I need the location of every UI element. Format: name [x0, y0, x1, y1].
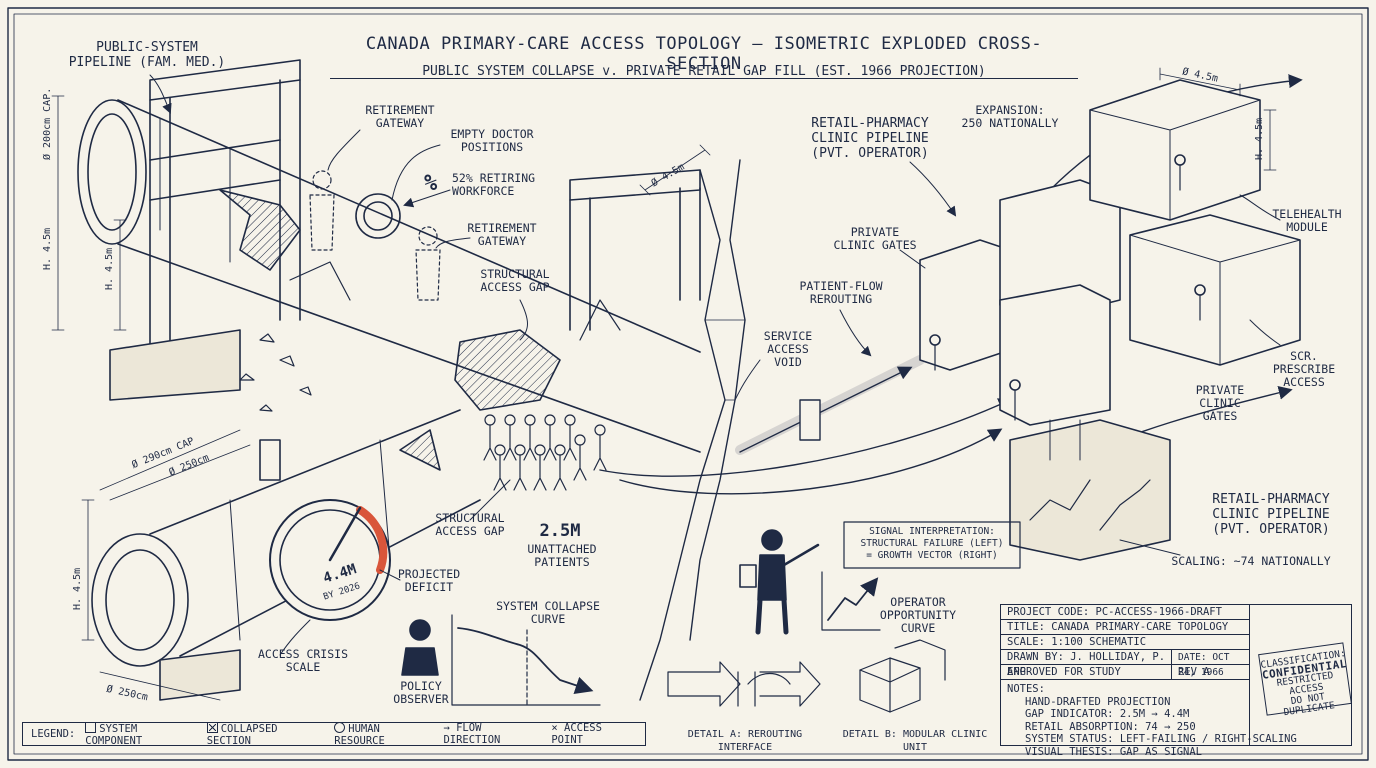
title-block: PROJECT CODE: PC-ACCESS-1966-DRAFT TITLE…	[1000, 604, 1352, 758]
classification-stamp: CLASSIFICATION: CONFIDENTIAL RESTRICTED …	[1258, 642, 1352, 718]
circle-icon	[334, 721, 346, 733]
label-service-void: SERVICE ACCESS VOID	[763, 329, 813, 369]
dim-h45-a: H. 4.5m	[42, 227, 53, 270]
dim-h45-c: H. 4.5m	[72, 567, 83, 610]
label-access-crisis: ACCESS CRISIS SCALE	[257, 647, 348, 674]
tb-rev: REV A	[1171, 665, 1249, 680]
label-scaling: SCALING: ~74 NATIONALLY	[1171, 554, 1331, 568]
tb-scale: SCALE: 1:100 SCHEMATIC	[1001, 635, 1249, 650]
tb-date: DATE: OCT 24, 1966	[1171, 650, 1249, 678]
dim-h45-right: H. 4.5m	[1254, 117, 1265, 160]
label-unattached-patients: UNATTACHED PATIENTS	[527, 542, 597, 569]
arrow-right-icon: →	[443, 722, 457, 734]
label-policy-observer: POLICY OBSERVER	[393, 679, 449, 706]
legend-title: LEGEND:	[31, 728, 76, 740]
label-retirement-gateway-1: RETIREMENT GATEWAY	[365, 103, 435, 130]
tb-note: VISUAL THESIS: GAP AS SIGNAL	[1025, 745, 1203, 758]
tb-divider	[1249, 605, 1250, 745]
tb-title: TITLE: CANADA PRIMARY-CARE TOPOLOGY	[1001, 620, 1249, 635]
label-public-pipeline: PUBLIC-SYSTEM PIPELINE (FAM. MED.)	[68, 40, 226, 70]
legend-item-flow-direction: → FLOW DIRECTION	[443, 722, 541, 746]
upper-public-pipeline	[77, 99, 701, 453]
detail-a-interface	[667, 661, 821, 707]
legend: LEGEND: SYSTEM COMPONENT COLLAPSED SECTI…	[22, 721, 646, 747]
upper-support-frame	[109, 59, 301, 401]
doctor-position-rings	[355, 193, 401, 239]
legend-label: COLLAPSED SECTION	[206, 722, 278, 747]
collapse-curve-plot	[451, 614, 601, 706]
label-operator-curve: OPERATOR OPPORTUNITY CURVE	[879, 595, 957, 635]
dim-h45-b: H. 4.5m	[104, 247, 115, 290]
unattached-patients-crowd	[483, 414, 607, 491]
leader-lines	[149, 74, 1281, 656]
presenter-figure	[739, 529, 820, 635]
label-structural-gap-1: STRUCTURAL ACCESS GAP	[480, 267, 550, 294]
opportunity-curve-plot	[821, 571, 881, 631]
label-unattached-count: 2.5M	[539, 521, 581, 541]
label-private-gates-1: PRIVATE CLINIC GATES	[833, 225, 917, 252]
label-signal-interpretation: SIGNAL INTERPRETATION: STRUCTURAL FAILUR…	[860, 526, 1004, 561]
deficit-gauge	[269, 499, 391, 621]
label-retail-pipeline-top: RETAIL-PHARMACY CLINIC PIPELINE (PVT. OP…	[811, 116, 929, 161]
diagram-subtitle: PUBLIC SYSTEM COLLAPSE v. PRIVATE RETAIL…	[422, 64, 986, 79]
label-detail-b: DETAIL B: MODULAR CLINIC UNIT	[842, 729, 988, 753]
label-structural-gap-2: STRUCTURAL ACCESS GAP	[435, 511, 505, 538]
legend-item-collapsed-section: COLLAPSED SECTION	[206, 721, 325, 747]
tb-note: RETAIL ABSORPTION: 74 → 250	[1025, 720, 1196, 733]
legend-label: FLOW DIRECTION	[443, 722, 501, 746]
legend-label: HUMAN RESOURCE	[334, 722, 385, 747]
tb-notes-title: NOTES:	[1007, 683, 1045, 695]
tb-project-code: PROJECT CODE: PC-ACCESS-1966-DRAFT	[1001, 605, 1249, 620]
retiring-figures	[309, 170, 441, 301]
label-retirement-gateway-2: RETIREMENT GATEWAY	[467, 221, 537, 248]
label-telehealth: TELEHEALTH MODULE	[1272, 207, 1342, 234]
private-clinic-modules	[919, 179, 1171, 561]
label-private-gates-2: PRIVATE CLINIC GATES	[1195, 383, 1245, 423]
dimension-lines	[51, 67, 1277, 701]
label-percent-symbol: %	[424, 171, 438, 196]
legend-item-human-resource: HUMAN RESOURCE	[334, 721, 433, 747]
label-collapse-curve: SYSTEM COLLAPSE CURVE	[496, 599, 600, 626]
label-retail-pipeline-bottom: RETAIL-PHARMACY CLINIC PIPELINE (PVT. OP…	[1212, 492, 1330, 537]
square-icon	[85, 721, 97, 733]
legend-label: ACCESS POINT	[551, 722, 602, 746]
tb-approved: APPROVED FOR STUDY	[1001, 665, 1171, 680]
policy-observer-figure	[401, 619, 439, 676]
mid-support-frame	[569, 169, 701, 331]
tb-note: SYSTEM STATUS: LEFT-FAILING / RIGHT-SCAL…	[1025, 733, 1297, 745]
dim-200cm: Ø 200cm CAP.	[42, 87, 53, 160]
debris	[239, 333, 312, 412]
label-detail-a: DETAIL A: REROUTING INTERFACE	[687, 729, 803, 753]
tb-note: GAP INDICATOR: 2.5M → 4.4M	[1025, 708, 1190, 720]
label-scr-prescribe: SCR. PRESCRIBE ACCESS	[1272, 349, 1336, 389]
label-patient-flow: PATIENT-FLOW REROUTING	[799, 279, 883, 306]
sheet-inner-border	[13, 13, 1363, 755]
service-void-crack	[639, 159, 746, 701]
label-empty-doctor-positions: EMPTY DOCTOR POSITIONS	[450, 127, 534, 154]
detail-b-module	[859, 639, 946, 713]
crossed-square-icon	[206, 721, 218, 733]
tb-note: HAND-DRAFTED PROJECTION	[1025, 695, 1171, 708]
legend-item-system-component: SYSTEM COMPONENT	[85, 721, 196, 747]
cross-icon: ×	[551, 722, 565, 734]
label-retiring-workforce: 52% RETIRING WORKFORCE	[452, 171, 536, 198]
legend-item-access-point: × ACCESS POINT	[551, 722, 637, 746]
tb-notes: NOTES: HAND-DRAFTED PROJECTION GAP INDIC…	[1007, 683, 1297, 758]
legend-label: SYSTEM COMPONENT	[85, 722, 143, 747]
label-expansion: EXPANSION: 250 NATIONALLY	[961, 103, 1059, 130]
diagram-title: CANADA PRIMARY-CARE ACCESS TOPOLOGY – IS…	[330, 34, 1078, 79]
sheet-border	[7, 7, 1369, 761]
tb-drawn-by: DRAWN BY: J. HOLLIDAY, P. ENG	[1001, 650, 1171, 678]
signal-interp-box	[843, 521, 1021, 569]
label-projected-deficit: PROJECTED DEFICIT	[397, 567, 461, 594]
